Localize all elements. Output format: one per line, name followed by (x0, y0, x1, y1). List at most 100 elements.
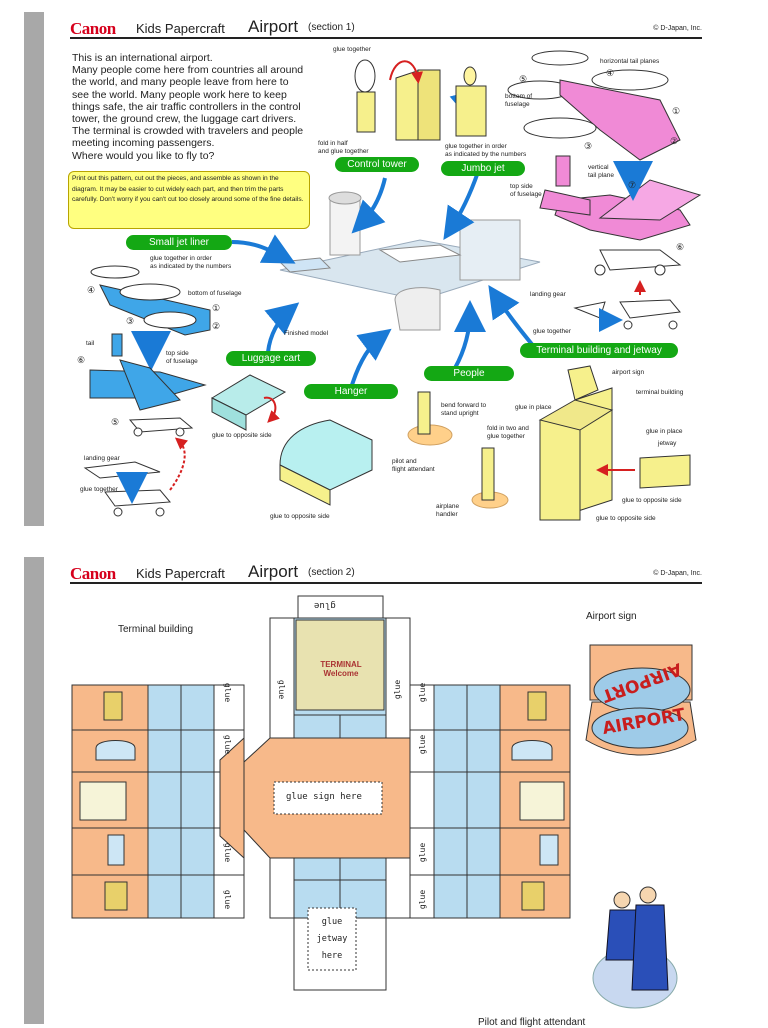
pill-jumbo-jet: Jumbo jet (441, 161, 525, 176)
glue-tab-top: glue (314, 600, 336, 610)
airport-sign-label: Airport sign (586, 611, 637, 622)
label-handler: airplane handler (436, 503, 460, 518)
pill-luggage-cart: Luggage cart (226, 351, 316, 366)
terminal-building-label: Terminal building (118, 624, 194, 635)
copyright: © D-Japan, Inc. (653, 25, 702, 32)
glue-tab-left-3: glue (223, 842, 233, 863)
glue-tab-left-2: glue (223, 734, 233, 755)
arrow-small-jet (231, 234, 296, 264)
jumbo-jet-parts (507, 50, 702, 332)
intro-line: Where would you like to fly to? (72, 149, 215, 162)
label-landing-gear-jumbo: landing gear (530, 291, 566, 298)
label-airport-sign: airport sign (612, 369, 645, 376)
number-4-small: ④ (87, 285, 96, 295)
label-horizontal-tail: horizontal tail planes (600, 58, 660, 65)
number-7: ⑦ (628, 180, 637, 190)
airport-sign-text-bottom: AIRPORT (600, 704, 687, 740)
label-glue-opposite-2: glue to opposite side (596, 515, 656, 522)
window-sign-line: TERMINAL (320, 660, 362, 669)
arrow-control-tower (351, 177, 387, 234)
glue-tab-left-1: glue (223, 682, 233, 703)
page-gap (0, 527, 768, 557)
intro-line: things safe, the air traffic controllers… (72, 100, 301, 113)
page-title: Airport (248, 17, 299, 36)
terminal-window-sign: TERMINAL Welcome (300, 660, 382, 678)
pill-hanger: Hanger (304, 384, 398, 399)
label-top-side-small: top side of fuselage (166, 350, 198, 365)
people-parts (407, 391, 509, 509)
arrow-luggage-cart (264, 302, 300, 353)
pill-small-jet: Small jet liner (126, 235, 232, 250)
label-glue-together-jumbo: glue together (533, 328, 571, 335)
number-4: ④ (606, 68, 615, 78)
section2-header: Canon Kids Papercraft Airport (section 2… (70, 560, 702, 584)
glue-tab-right: glue (393, 679, 403, 700)
glue-jetway-line: here (321, 951, 343, 961)
left-building-wall (71, 684, 149, 919)
glue-tab-right-2: glue (418, 734, 428, 755)
page-title: Airport (248, 562, 299, 581)
label-bend-forward: bend forward to stand upright (441, 402, 487, 417)
canon-logo: Canon (70, 19, 116, 38)
glue-sign-here: glue sign here (286, 792, 362, 802)
intro-line: The terminal is crowded with travelers a… (72, 125, 304, 138)
label-finished-model: Finished model (284, 330, 329, 337)
intro-text: This is an international airport. Many p… (72, 52, 312, 162)
luggage-cart (210, 374, 287, 431)
number-6: ⑥ (676, 242, 685, 252)
glue-jetway-here: glue jetway here (312, 914, 352, 965)
intro-line: tower, the ground crew, the luggage cart… (72, 113, 297, 126)
number-3-small: ③ (126, 316, 135, 326)
intro-line: Many people come here from countries all… (72, 64, 304, 77)
glue-tab-left: glue (277, 679, 287, 700)
glue-tab-right-3: glue (418, 842, 428, 863)
airport-sign-text-top: AIRPORT (599, 658, 685, 706)
instructions-box: Print out this pattern, cut out the piec… (68, 171, 310, 229)
section-label: (section 1) (308, 22, 355, 33)
right-glass-panel (409, 684, 501, 919)
finished-model (278, 191, 541, 301)
series-label: Kids Papercraft (136, 566, 225, 581)
label-glue-order: glue together in order as indicated by t… (445, 143, 527, 158)
arrow-people (453, 300, 486, 369)
section1-artwork (83, 50, 702, 521)
label-top-side-jumbo: top side of fuselage (510, 183, 542, 198)
pilot-flight-attendant-label: Pilot and flight attendant (478, 1017, 586, 1028)
right-building-wall (499, 684, 571, 919)
intro-line: the world, and many people leave from he… (72, 76, 289, 89)
arrow-terminal (488, 285, 537, 350)
label-pilot: pilot and flight attendant (392, 458, 435, 473)
label-small-glue-order: glue together in order as indicated by t… (150, 255, 232, 270)
number-1-small: ① (212, 303, 221, 313)
label-glue-opposite-cart: glue to opposite side (212, 432, 272, 439)
intro-line: meeting incoming passengers. (72, 137, 215, 150)
airport-sign-art (585, 644, 697, 756)
number-5: ⑤ (519, 74, 528, 84)
number-3: ③ (584, 141, 593, 151)
number-6-small: ⑥ (77, 355, 86, 365)
left-glass-panel (147, 684, 245, 919)
copyright: © D-Japan, Inc. (653, 570, 702, 577)
label-bottom-fuselage-small: bottom of fuselage (188, 290, 242, 297)
pill-people: People (424, 366, 514, 381)
sidebar-bar-top (24, 12, 44, 526)
sidebar-bar-bottom (24, 557, 44, 1024)
label-landing-gear-small: landing gear (84, 455, 120, 462)
number-2-small: ② (212, 321, 221, 331)
pill-control-tower: Control tower (335, 157, 419, 172)
section1-header: Canon Kids Papercraft Airport (section 1… (70, 15, 702, 39)
glue-jetway-line: jetway (316, 934, 348, 944)
glue-tab-right-4: glue (418, 889, 428, 910)
label-glue-opposite-hanger: glue to opposite side (270, 513, 330, 520)
intro-line: This is an international airport. (72, 52, 213, 64)
label-glue-in-place-2: glue in place (646, 428, 683, 435)
pill-terminal: Terminal building and jetway (520, 343, 678, 358)
window-sign-line: Welcome (323, 669, 359, 678)
canon-logo: Canon (70, 564, 116, 583)
terminal-parts (538, 365, 691, 521)
number-1: ① (672, 106, 681, 116)
section-label: (section 2) (308, 567, 355, 578)
series-label: Kids Papercraft (136, 21, 225, 36)
control-tower-parts (354, 59, 487, 141)
glue-tab-left-4: glue (223, 889, 233, 910)
